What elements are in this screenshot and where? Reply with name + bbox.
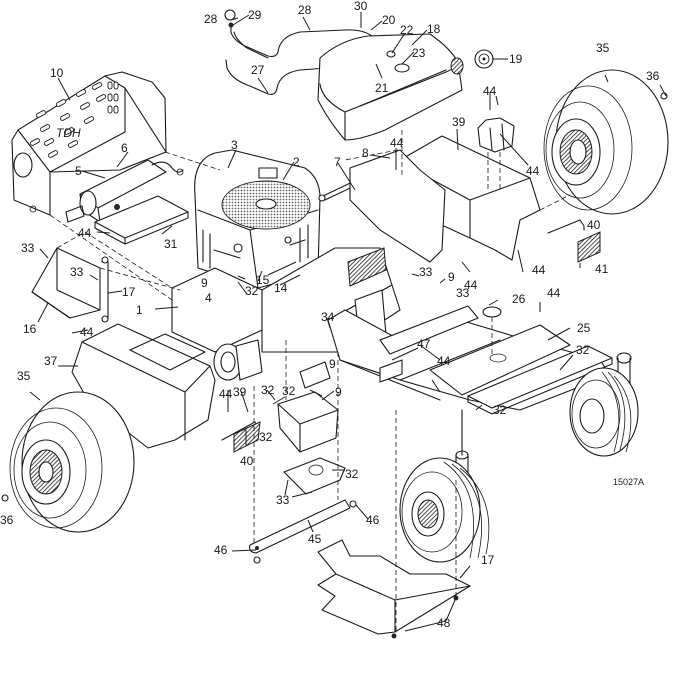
callout-44-tank: 44 xyxy=(390,136,404,150)
callout-33-bracket-a: 33 xyxy=(21,241,35,255)
callout-25: 27 xyxy=(251,63,265,77)
callout-44-front: 44 xyxy=(547,286,561,300)
callout-15: 17 xyxy=(122,285,136,299)
floor-pan xyxy=(317,539,471,639)
callout-38: 39 xyxy=(452,115,466,129)
callout-5: 5 xyxy=(75,164,82,178)
fuel-cap xyxy=(474,49,494,69)
callout-29: 31 xyxy=(164,237,178,251)
callout-8: 8 xyxy=(362,146,369,160)
callout-9-pump: 9 xyxy=(329,357,336,371)
callout-2: 2 xyxy=(293,155,300,169)
callout-36-left: 36 xyxy=(0,513,14,527)
callout-48: 48 xyxy=(437,616,451,630)
callout-35-left: 35 xyxy=(17,369,31,383)
callout-44-step: 44 xyxy=(219,387,233,401)
callout-31: 32 xyxy=(261,383,275,397)
callout-46-left: 46 xyxy=(214,543,228,557)
callout-47: 47 xyxy=(417,337,431,351)
leader-lines xyxy=(29,12,667,632)
callout-3: 3 xyxy=(231,138,238,152)
callout-44-fender-right: 44 xyxy=(532,263,546,277)
callout-32-frame: 32 xyxy=(493,403,507,417)
callout-10: 10 xyxy=(50,66,64,80)
callout-33-fender: 33 xyxy=(419,265,433,279)
callout-9-fender: 9 xyxy=(448,270,455,284)
callout-18: 19 xyxy=(509,52,523,66)
callout-46-right: 46 xyxy=(366,513,380,527)
callout-33-frame: 33 xyxy=(456,286,470,300)
callout-32-front: 32 xyxy=(576,343,590,357)
callout-41: 44 xyxy=(526,164,540,178)
callout-27: 28 xyxy=(204,12,218,26)
callout-13: 15 xyxy=(256,273,270,287)
caster-wheel-right xyxy=(569,367,639,457)
callout-17: 18 xyxy=(427,22,441,36)
engine xyxy=(194,149,321,289)
decal-text: TDH xyxy=(56,126,81,140)
caster-wheel-left xyxy=(399,457,490,563)
callout-9-engine: 9 xyxy=(201,276,208,290)
callout-30: 32 xyxy=(345,467,359,481)
assembly-lines xyxy=(49,130,571,632)
callout-21: 22 xyxy=(400,23,414,37)
callout-45: 45 xyxy=(308,532,322,546)
drawing-number: 15027A xyxy=(613,477,644,487)
callout-6: 6 xyxy=(121,141,128,155)
cup-holder xyxy=(477,117,515,153)
callout-19: 20 xyxy=(382,13,396,27)
strap xyxy=(249,499,357,564)
callout-20: 21 xyxy=(375,81,389,95)
callout-28: 29 xyxy=(248,8,262,22)
callout-26: 28 xyxy=(298,3,312,17)
callout-44-frame: 44 xyxy=(437,354,451,368)
muffler xyxy=(65,159,184,223)
callout-24: 26 xyxy=(512,292,526,306)
heat-shield xyxy=(94,195,189,245)
left-fender xyxy=(71,323,216,449)
callout-39-right: 40 xyxy=(587,218,601,232)
callout-22: 23 xyxy=(412,46,426,60)
callout-32-engine: 32 xyxy=(245,284,259,298)
callout-35-right: 35 xyxy=(596,41,610,55)
fuel-tank xyxy=(317,33,464,141)
vent-slots xyxy=(29,81,119,158)
callout-33-plate: 33 xyxy=(276,493,290,507)
callout-37: 37 xyxy=(44,354,58,368)
callout-labels: 28 29 28 27 30 20 22 18 23 21 19 35 36 4… xyxy=(0,0,660,630)
callout-12: 14 xyxy=(274,281,288,295)
callout-4: 4 xyxy=(205,291,212,305)
callout-32-pump: 32 xyxy=(282,384,296,398)
seat-bracket xyxy=(31,247,109,323)
callout-40-left: 40 xyxy=(240,454,254,468)
callout-7: 7 xyxy=(334,155,341,169)
callout-33-bracket-b: 33 xyxy=(70,265,84,279)
fuel-hoses xyxy=(224,9,373,95)
rear-wheel-left xyxy=(1,391,135,533)
front-frame xyxy=(455,345,632,481)
callout-42: 44 xyxy=(483,84,497,98)
muffler-guard: TDH xyxy=(11,71,167,216)
callout-34: 34 xyxy=(321,310,335,324)
callout-40-right: 41 xyxy=(595,262,609,276)
callout-1: 1 xyxy=(136,303,143,317)
callout-16: 17 xyxy=(481,553,495,567)
step-right xyxy=(547,219,601,263)
callout-28-tank: 30 xyxy=(354,0,368,13)
callout-44-muffler: 44 xyxy=(78,226,92,240)
callout-36-right: 36 xyxy=(646,69,660,83)
hydro-pump xyxy=(213,339,346,495)
callout-39-left: 39 xyxy=(233,385,247,399)
callout-14: 16 xyxy=(23,322,37,336)
callout-44-fender: 44 xyxy=(80,325,94,339)
right-fender xyxy=(349,135,541,263)
callout-32-bracket: 32 xyxy=(259,430,273,444)
callout-23: 25 xyxy=(577,321,591,335)
rear-wheel-right xyxy=(543,69,669,215)
callout-43: 44 xyxy=(464,278,478,292)
step-left xyxy=(221,421,261,453)
callout-11: 9 xyxy=(335,385,342,399)
